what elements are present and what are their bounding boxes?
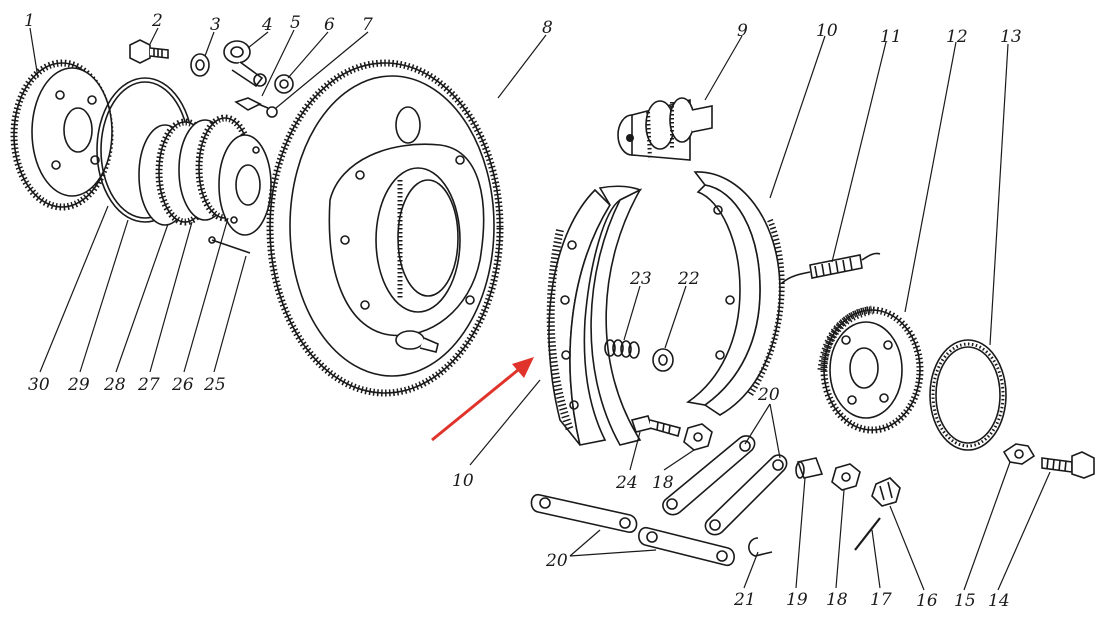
part-16-castle-nut [871,477,901,507]
part-12-brake-drum [817,305,924,434]
part-2-bolt [129,39,169,64]
label-17: 17 [870,590,892,610]
red-arrow-indicator [431,357,534,442]
label-28: 28 [103,375,126,395]
label-7: 7 [362,15,373,35]
part-9-expander-cam [617,97,713,161]
part-10-brake-shoe-right [685,171,785,416]
part-20-link-plate-d [638,526,735,567]
label-15: 15 [954,591,976,611]
label-10-top: 10 [816,21,838,41]
part-20-link-plate-a [662,435,756,516]
label-24: 24 [615,473,638,493]
label-1: 1 [24,11,35,31]
label-26: 26 [171,375,194,395]
part-23-spring [604,339,640,359]
label-30: 30 [28,375,50,395]
part-5-screw [234,97,269,111]
part-15-lock-washer [1002,443,1036,465]
label-23: 23 [629,269,652,289]
label-22: 22 [677,269,700,289]
label-3: 3 [210,15,221,35]
leader-lines [29,27,1051,591]
part-21-clip [748,537,773,557]
label-5: 5 [290,13,301,33]
part-14-bolt [1041,451,1095,479]
label-12: 12 [946,27,968,47]
label-4: 4 [261,15,273,35]
label-16: 16 [916,591,938,611]
part-11-return-spring [781,252,881,284]
part-13-seal-ring [929,339,1007,451]
label-2: 2 [151,11,163,31]
part-19-bushing [795,457,824,479]
label-20-lower: 20 [545,551,568,571]
part-6-washer [274,74,294,94]
part-10-brake-shoe-left [546,185,643,446]
part-8-backing-plate [266,59,504,397]
part-18-nut-upper [683,423,713,451]
part-18-nut-lower [831,463,861,491]
part-number-labels: 1 2 3 4 5 6 7 8 9 10 11 12 13 14 15 16 1… [24,11,1022,611]
label-18-lower: 18 [826,590,848,610]
part-22-washer [652,348,674,372]
part-20-link-plate-c [530,493,638,533]
part-3-washer [190,53,210,77]
part-1-flange [10,59,114,211]
label-11: 11 [880,27,902,47]
label-18-upper: 18 [652,473,674,493]
label-21: 21 [733,590,756,610]
label-14: 14 [988,591,1010,611]
parts-25-28-friction-discs [138,114,272,236]
label-25: 25 [203,375,226,395]
label-6: 6 [324,15,335,35]
part-20-link-plate-b [704,454,788,536]
part-7-ring [266,106,278,118]
label-13: 13 [1000,27,1022,47]
label-29: 29 [67,375,90,395]
label-9: 9 [737,21,748,41]
label-10-bottom: 10 [452,471,474,491]
part-4-banjo-fitting [223,40,267,88]
part-24-pin [630,415,681,437]
label-27: 27 [137,375,160,395]
part-25-pin [208,236,251,254]
label-8: 8 [542,18,553,38]
part-17-cotter-pin [854,517,881,551]
label-19: 19 [786,590,808,610]
label-20-upper: 20 [757,385,780,405]
